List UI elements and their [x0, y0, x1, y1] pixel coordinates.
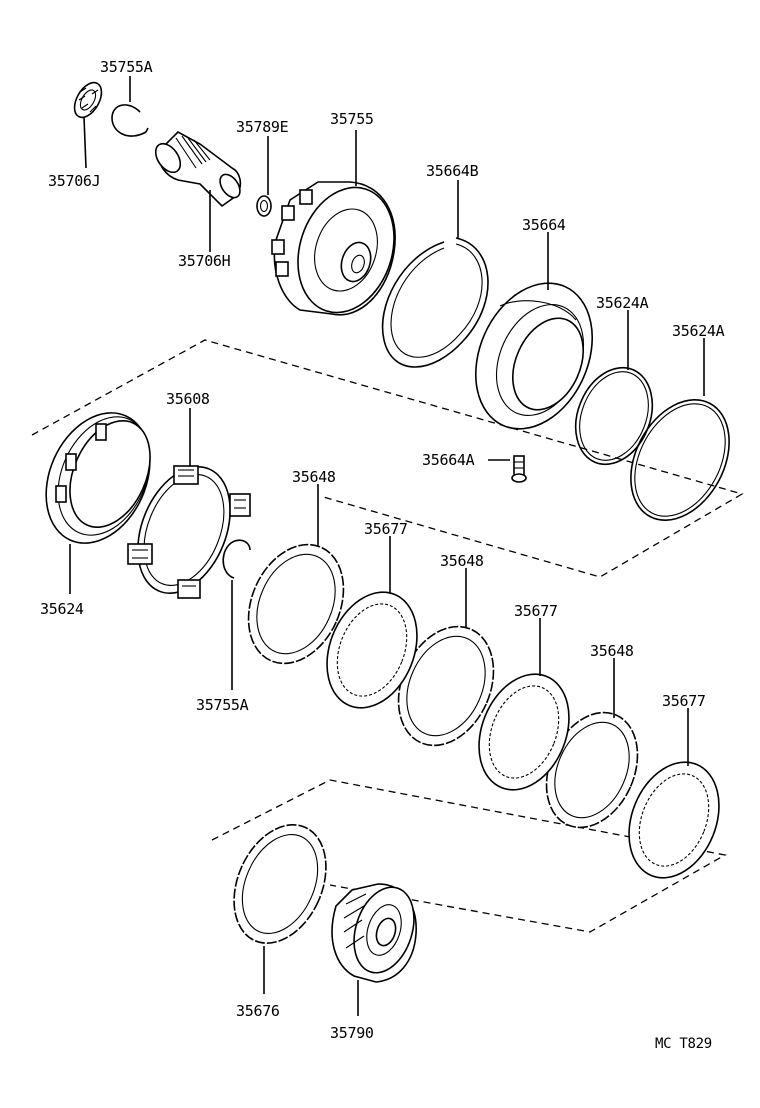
label-35706j: 35706J [48, 172, 100, 190]
label-35608: 35608 [166, 390, 210, 408]
part-35624a-oring-1 [574, 310, 654, 466]
part-35789e-washer [256, 136, 272, 217]
part-35706j-bearing [73, 81, 103, 169]
label-35677-2: 35677 [514, 602, 558, 620]
label-35677-1: 35677 [364, 520, 408, 538]
part-35755-clutch-drum [271, 130, 396, 316]
label-35755: 35755 [330, 110, 374, 128]
label-35755a-bottom: 35755A [196, 696, 249, 714]
label-35624a-2: 35624A [672, 322, 725, 340]
label-35677-3: 35677 [662, 692, 706, 710]
label-35648-2: 35648 [440, 552, 484, 570]
part-35677-disc-2 [478, 618, 570, 791]
label-35789e: 35789E [236, 118, 289, 136]
label-35624: 35624 [40, 600, 84, 618]
label-35790: 35790 [330, 1024, 374, 1042]
part-35664b-snap-ring [381, 180, 489, 368]
part-35677-disc-1 [326, 536, 418, 709]
label-35706h: 35706H [178, 252, 231, 270]
label-35664: 35664 [522, 216, 566, 234]
part-35664a-bolt [488, 455, 527, 483]
label-35648-3: 35648 [590, 642, 634, 660]
part-35624a-oring-2 [630, 338, 730, 521]
label-35676: 35676 [236, 1002, 280, 1020]
part-35677-disc-3 [628, 708, 720, 879]
label-35664b: 35664B [426, 162, 479, 180]
label-35624a-1: 35624A [596, 294, 649, 312]
part-35608-spring-retainer [127, 408, 251, 599]
part-35648-plate-2 [397, 568, 495, 747]
part-35676-flange-plate [233, 824, 327, 994]
part-35648-plate-1 [247, 484, 345, 665]
part-35755a-snap-ring-top [111, 76, 149, 137]
label-35664a: 35664A [422, 451, 475, 469]
label-35648-1: 35648 [292, 468, 336, 486]
diagram-code: MC T829 [655, 1036, 712, 1052]
label-35755a-top: 35755A [100, 58, 153, 76]
group-outline-upper [31, 339, 744, 578]
part-35790-clutch-hub [331, 883, 417, 1016]
part-35624-ring-drum [45, 412, 151, 594]
part-35755a-snap-ring-bottom [222, 539, 251, 690]
part-35664-piston [474, 232, 594, 430]
group-outline-lower [211, 779, 727, 933]
part-35706h-shaft [154, 131, 242, 252]
